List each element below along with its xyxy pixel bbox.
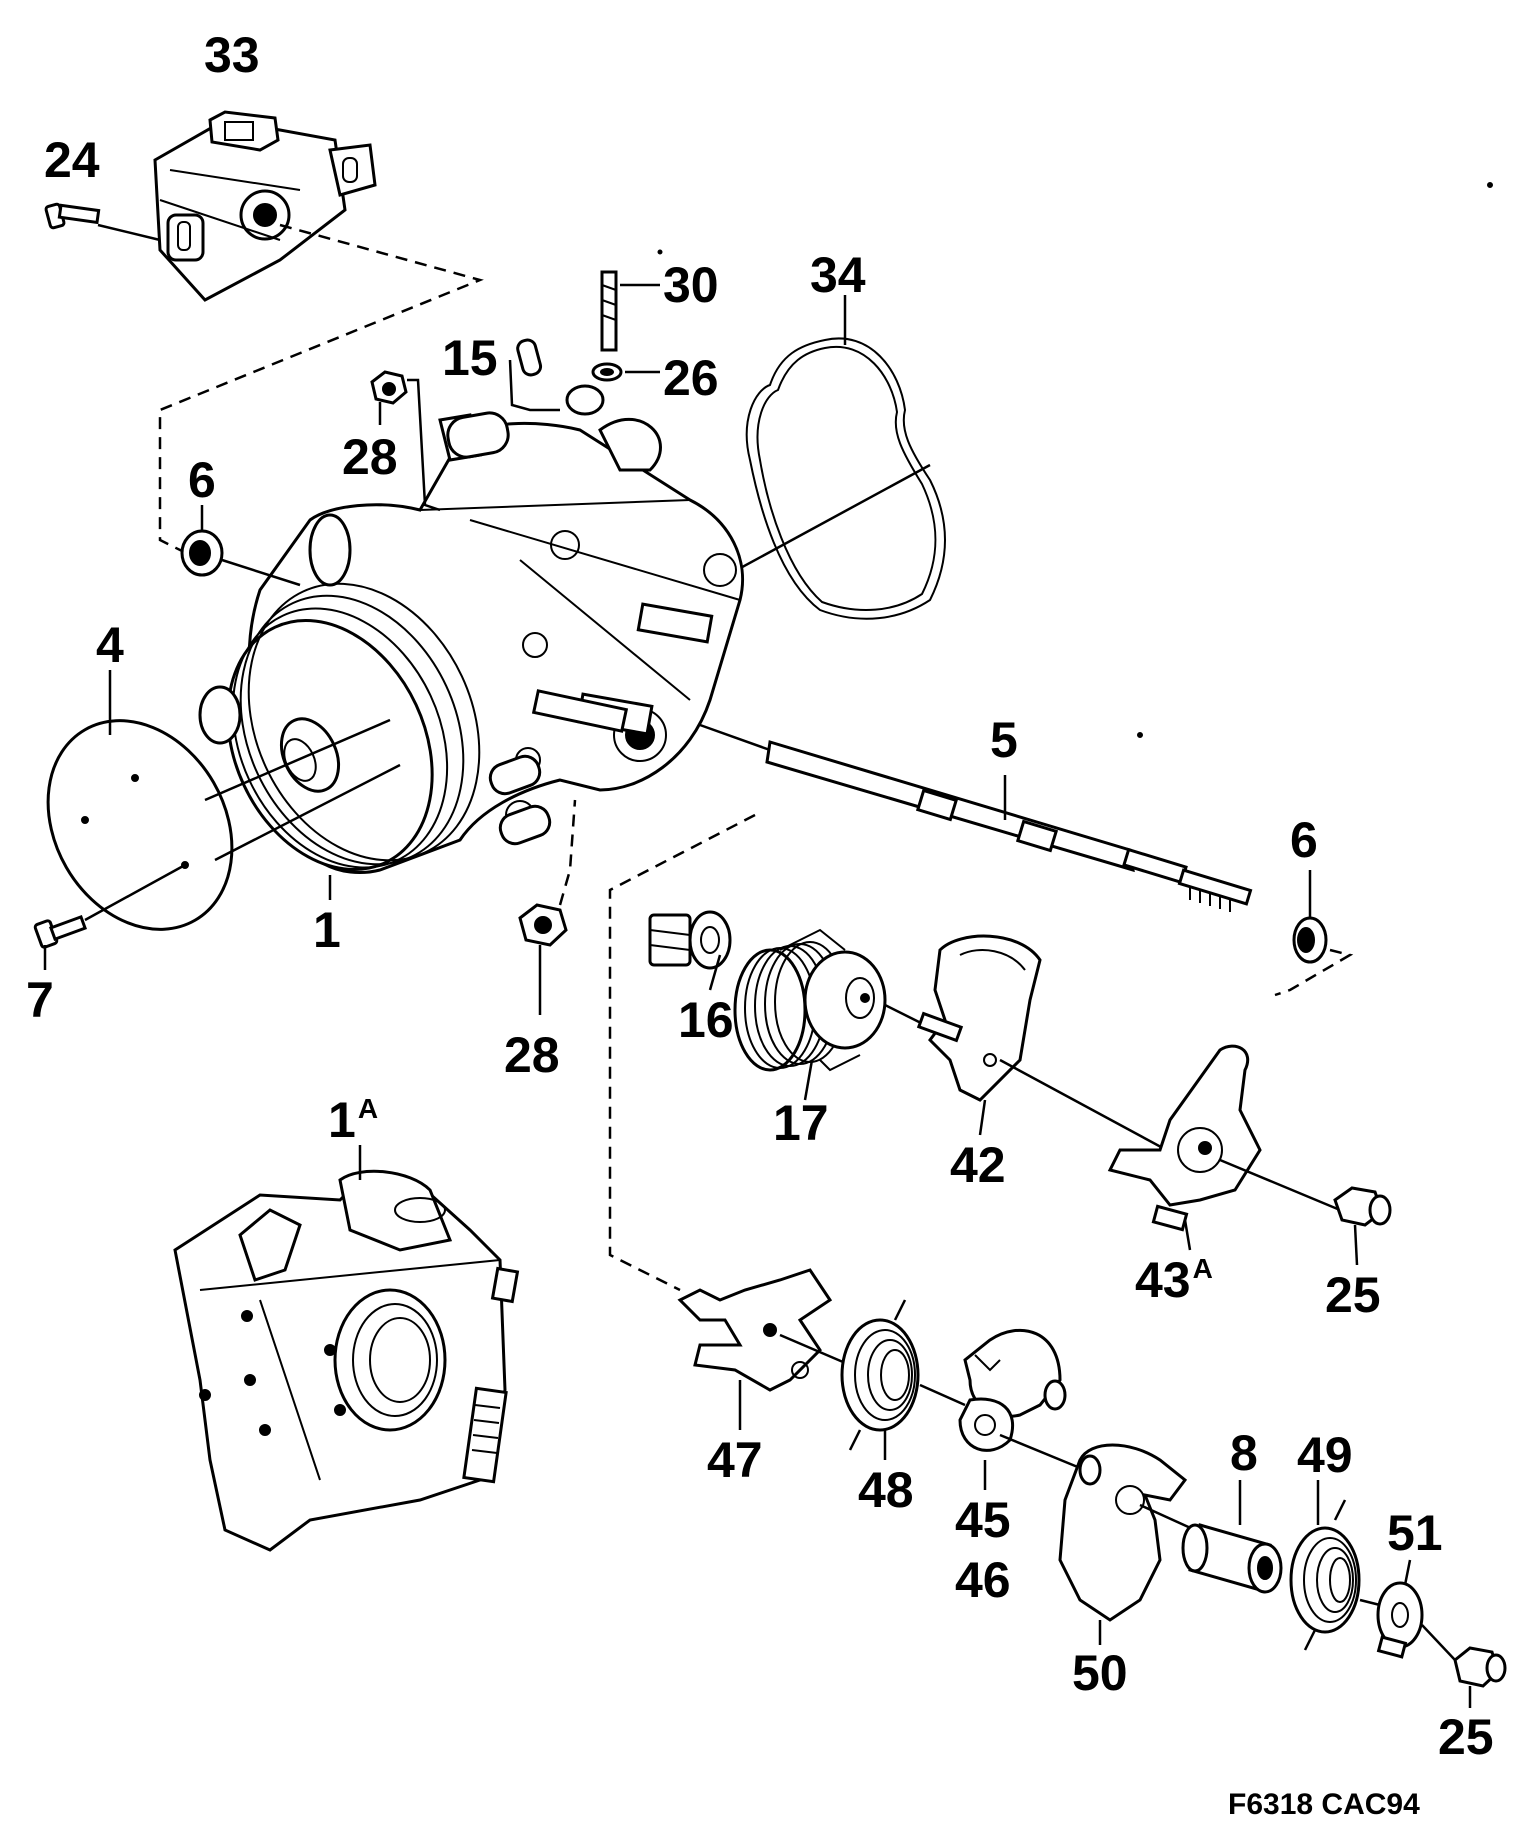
callout-50: 50 (1072, 1645, 1128, 1701)
part-16-plug (648, 910, 732, 991)
callout-45: 45 (955, 1492, 1011, 1548)
part-43A-bracket (1107, 1044, 1341, 1251)
callout-1: 1 (313, 902, 341, 958)
part-6-bushing-upper (180, 505, 301, 587)
callout-17: 17 (773, 1095, 829, 1151)
callout-47: 47 (707, 1432, 763, 1488)
part-28-nut-lower (518, 799, 577, 1015)
part-50-cam-plate (1058, 1443, 1196, 1645)
callout-30: 30 (663, 257, 719, 313)
part-47-bracket (677, 1268, 851, 1430)
part-24-screw (44, 202, 161, 242)
part-33-throttle-position-sensor (153, 110, 377, 302)
callout-15: 15 (442, 330, 498, 386)
callout-48: 48 (858, 1462, 914, 1518)
callout-33: 33 (204, 27, 260, 83)
part-42-lever (916, 934, 1186, 1162)
callout-51: 51 (1387, 1505, 1443, 1561)
part-30-stud (600, 270, 660, 352)
part-45-46-lever (958, 1328, 1086, 1490)
part-1-throttle-body (198, 384, 745, 875)
callout-25-lower: 25 (1438, 1709, 1494, 1765)
callout-7: 7 (26, 972, 54, 1028)
part-48-spring (840, 1299, 966, 1460)
part-7-screw (33, 863, 186, 970)
callout-28-lower: 28 (504, 1027, 560, 1083)
part-51-washer (1359, 1559, 1424, 1659)
callout-1A: 1A (328, 1092, 379, 1148)
callout-8: 8 (1230, 1425, 1258, 1481)
callout-24: 24 (44, 132, 100, 188)
callout-4: 4 (96, 617, 124, 673)
callout-49: 49 (1297, 1427, 1353, 1483)
callout-34: 34 (810, 247, 866, 303)
part-1A-throttle-body (173, 1145, 520, 1552)
part-15-pin (508, 338, 560, 412)
callout-25-upper: 25 (1325, 1267, 1381, 1323)
callout-28-upper: 28 (342, 429, 398, 485)
drawing-code: F6318 CAC94 (1228, 1788, 1420, 1821)
callout-16: 16 (678, 992, 734, 1048)
callout-6-lower: 6 (1290, 812, 1318, 868)
callout-46: 46 (955, 1552, 1011, 1608)
callout-26: 26 (663, 350, 719, 406)
part-26-washer (591, 362, 660, 382)
callout-6-upper: 6 (188, 452, 216, 508)
callout-42: 42 (950, 1137, 1006, 1193)
part-49-spring (1289, 1480, 1361, 1651)
callout-43A: 43A (1135, 1252, 1213, 1308)
part-8-sleeve (1181, 1480, 1283, 1594)
dashed-line-linkage (608, 813, 756, 1292)
part-17-spring-assembly (733, 928, 936, 1101)
part-34-gasket (745, 337, 946, 620)
part-25-nut-upper (1333, 1186, 1392, 1266)
part-6-bushing-lower (1292, 870, 1328, 964)
part-25-nut-lower (1421, 1624, 1507, 1708)
callout-5: 5 (990, 712, 1018, 768)
part-5-shaft (699, 723, 1253, 912)
part-28-nut-upper (370, 370, 441, 512)
part-4-cover-plate (46, 670, 401, 931)
